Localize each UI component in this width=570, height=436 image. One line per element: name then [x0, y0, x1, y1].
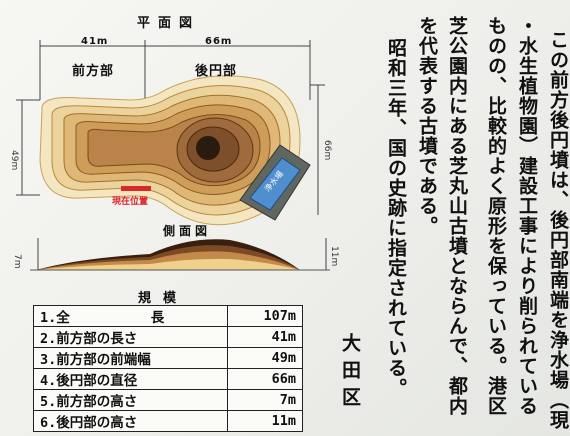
- side-dim-left: 7m: [12, 254, 22, 269]
- row-label: 1.全 長: [33, 305, 228, 327]
- row-value: 11m: [227, 410, 303, 432]
- plan-title: 平面図: [137, 16, 201, 31]
- text-column-3: ものの、比較的よく原形を保っている。港区: [485, 16, 507, 416]
- current-position-label: 現在位置: [112, 197, 149, 207]
- row-label: 4.後円部の直径: [33, 368, 228, 390]
- current-position-marker: [121, 186, 151, 191]
- label-front-part: 前方部: [72, 64, 115, 79]
- scale-title: 規模: [138, 291, 189, 306]
- side-dim-right: 11m: [329, 246, 339, 267]
- dim-side-right: 66m: [322, 140, 332, 161]
- dim-rear-diameter: 66m: [205, 36, 233, 47]
- text-column-2: ・水生植物園）建設工事により削られている: [516, 16, 538, 416]
- side-view-title: 側面図: [163, 224, 212, 238]
- row-value: 7m: [227, 389, 303, 411]
- text-column-5: を代表する古墳である。: [416, 16, 438, 236]
- row-value: 49m: [227, 347, 303, 369]
- row-label: 3.前方部の前端幅: [33, 347, 228, 369]
- row-label: 6.後円部の高さ: [33, 410, 228, 432]
- ward-name: 大田区: [339, 333, 361, 414]
- row-value: 107m: [227, 305, 303, 327]
- dim-side-left: 49m: [9, 150, 19, 171]
- row-value: 41m: [227, 326, 303, 348]
- row-value: 66m: [227, 368, 303, 390]
- text-column-6: 昭和三年、国の史跡に指定されている。: [385, 38, 407, 398]
- label-rear-part: 後円部: [195, 64, 238, 79]
- text-column-4: 芝公園内にある芝丸山古墳とならんで、都内: [446, 16, 468, 416]
- text-column-1: この前方後円墳は、後円部南端を浄水場（現: [547, 30, 569, 430]
- row-label: 5.前方部の高さ: [33, 389, 228, 411]
- row-label: 2.前方部の長さ: [33, 326, 228, 348]
- mound-diagram: [16, 40, 330, 271]
- dim-front-length: 41m: [81, 36, 109, 47]
